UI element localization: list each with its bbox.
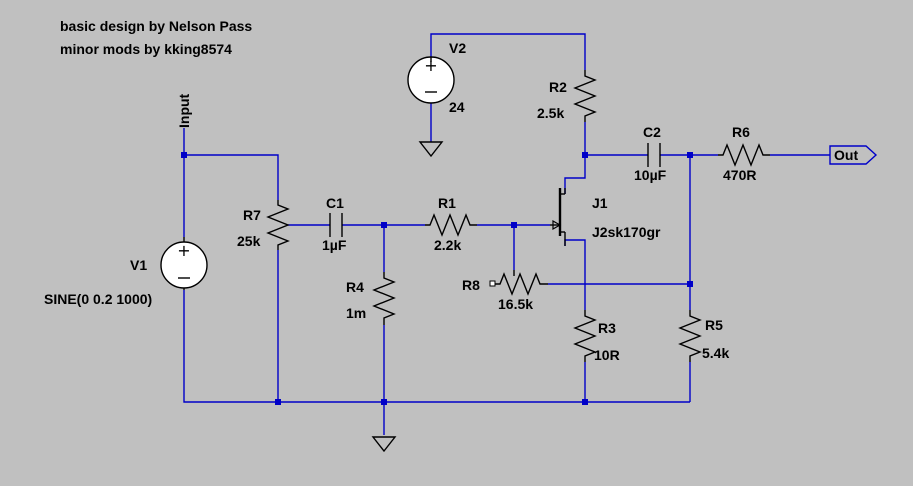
resistor-zigzag-icon [495, 272, 548, 296]
wire-j1-drain [564, 155, 586, 194]
junction-dot [381, 222, 387, 228]
output-port[interactable]: Out [829, 145, 878, 165]
resistor-r5[interactable] [678, 310, 702, 362]
resistor-r7[interactable] [266, 200, 290, 250]
r4-value: 1m [346, 305, 366, 321]
resistor-zigzag-icon [678, 310, 702, 362]
r6-value: 470R [723, 167, 756, 183]
resistor-r1[interactable] [425, 213, 477, 237]
r8-name: R8 [462, 277, 480, 293]
resistor-r6[interactable] [718, 143, 770, 167]
capacitor-c2[interactable] [647, 143, 661, 167]
resistor-zigzag-icon [718, 143, 770, 167]
r7-value: 25k [237, 233, 261, 249]
plus-icon: + [424, 56, 437, 75]
junction-dot [511, 222, 517, 228]
junction-dot [582, 152, 588, 158]
resistor-zigzag-icon [372, 272, 396, 325]
r5-name: R5 [705, 317, 723, 333]
c2-value: 10µF [634, 167, 667, 183]
r2-name: R2 [549, 79, 567, 95]
voltage-source-v2[interactable]: + [407, 56, 455, 104]
output-port-label: Out [834, 147, 858, 163]
resistor-zigzag-icon [425, 213, 477, 237]
resistor-r8[interactable] [489, 270, 548, 296]
resistor-r2[interactable] [573, 70, 597, 122]
jfet-j1[interactable] [550, 188, 566, 246]
v2-value: 24 [449, 99, 465, 115]
j1-name: J1 [592, 195, 608, 211]
resistor-r4[interactable] [372, 272, 396, 325]
wire-supply-rail [430, 33, 586, 70]
ground-icon [371, 436, 397, 453]
resistor-r3[interactable] [573, 310, 597, 362]
r1-name: R1 [438, 195, 456, 211]
r3-value: 10R [594, 347, 620, 363]
note-design-credit: basic design by Nelson Pass [60, 18, 252, 34]
capacitor-c1[interactable] [329, 213, 343, 237]
resistor-zigzag-icon [266, 200, 290, 250]
c2-name: C2 [643, 124, 661, 140]
port-flag-icon [829, 145, 878, 165]
ground-icon [418, 141, 444, 158]
junction-dot [381, 399, 387, 405]
r7-name: R7 [243, 207, 261, 223]
junction-dot [687, 281, 693, 287]
wire-j1-source [564, 239, 586, 310]
j1-value: J2sk170gr [592, 224, 661, 240]
wire-input [183, 128, 279, 200]
plus-icon: + [177, 241, 190, 260]
r2-value: 2.5k [537, 105, 564, 121]
wire-ground-rail [183, 290, 690, 403]
r1-value: 2.2k [434, 237, 461, 253]
v2-name: V2 [449, 40, 466, 56]
terminal-icon [489, 280, 496, 287]
note-mods-credit: minor mods by kking8574 [60, 41, 232, 57]
wires [183, 33, 830, 435]
r5-value: 5.4k [702, 345, 729, 361]
junction-dot [275, 399, 281, 405]
junction-dot [181, 152, 187, 158]
resistor-zigzag-icon [573, 310, 597, 362]
c1-name: C1 [326, 195, 344, 211]
voltage-source-v1[interactable]: + [160, 237, 208, 290]
r4-name: R4 [346, 279, 364, 295]
input-port-label: Input [176, 93, 192, 128]
junction-dot [687, 152, 693, 158]
r8-value: 16.5k [498, 296, 533, 312]
r6-name: R6 [732, 124, 750, 140]
v1-value: SINE(0 0.2 1000) [44, 291, 152, 307]
junction-dot [582, 399, 588, 405]
c1-value: 1µF [322, 237, 347, 253]
junctions [181, 152, 693, 405]
v1-name: V1 [130, 257, 147, 273]
r3-name: R3 [598, 320, 616, 336]
resistor-zigzag-icon [573, 70, 597, 122]
gate-arrow-icon [552, 219, 562, 231]
